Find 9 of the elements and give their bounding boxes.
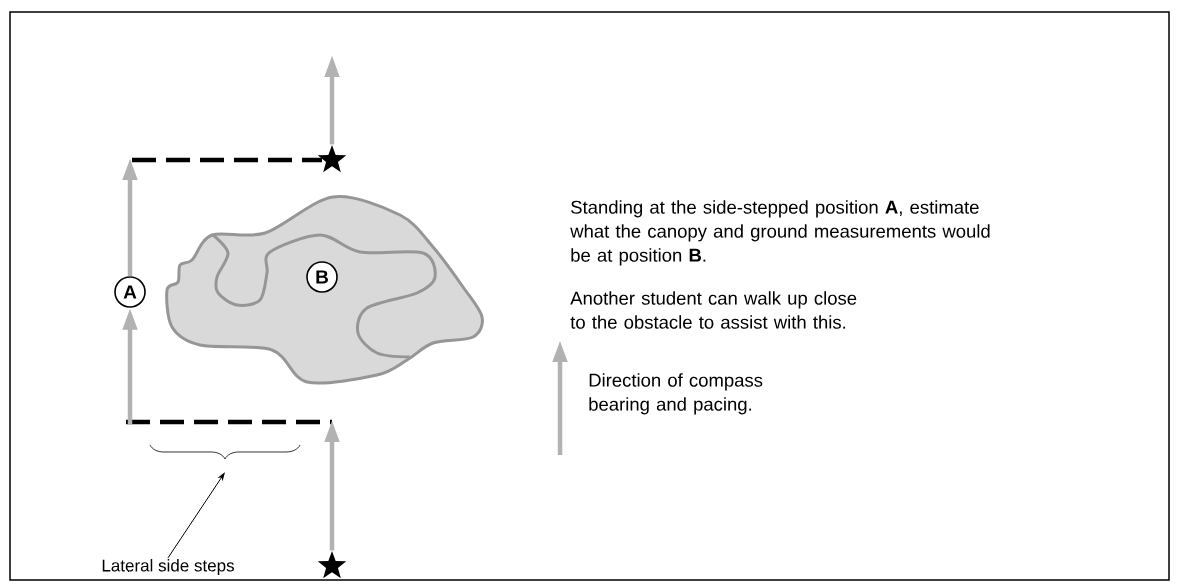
obstacle-drawing	[165, 195, 484, 385]
star	[317, 551, 347, 579]
brace	[149, 444, 301, 460]
legend-text: Direction of compass bearing and pacing.	[589, 373, 763, 415]
leader-line	[167, 473, 225, 559]
instruction-text: Standing at the side-stepped position A, estimate what the canopy and ground measurements would be at position B.	[570, 200, 990, 266]
star	[317, 145, 347, 173]
caption-text: Lateral side steps	[102, 559, 234, 575]
note-text: Another student can walk up close to the obstacle to assist with this.	[570, 291, 857, 329]
